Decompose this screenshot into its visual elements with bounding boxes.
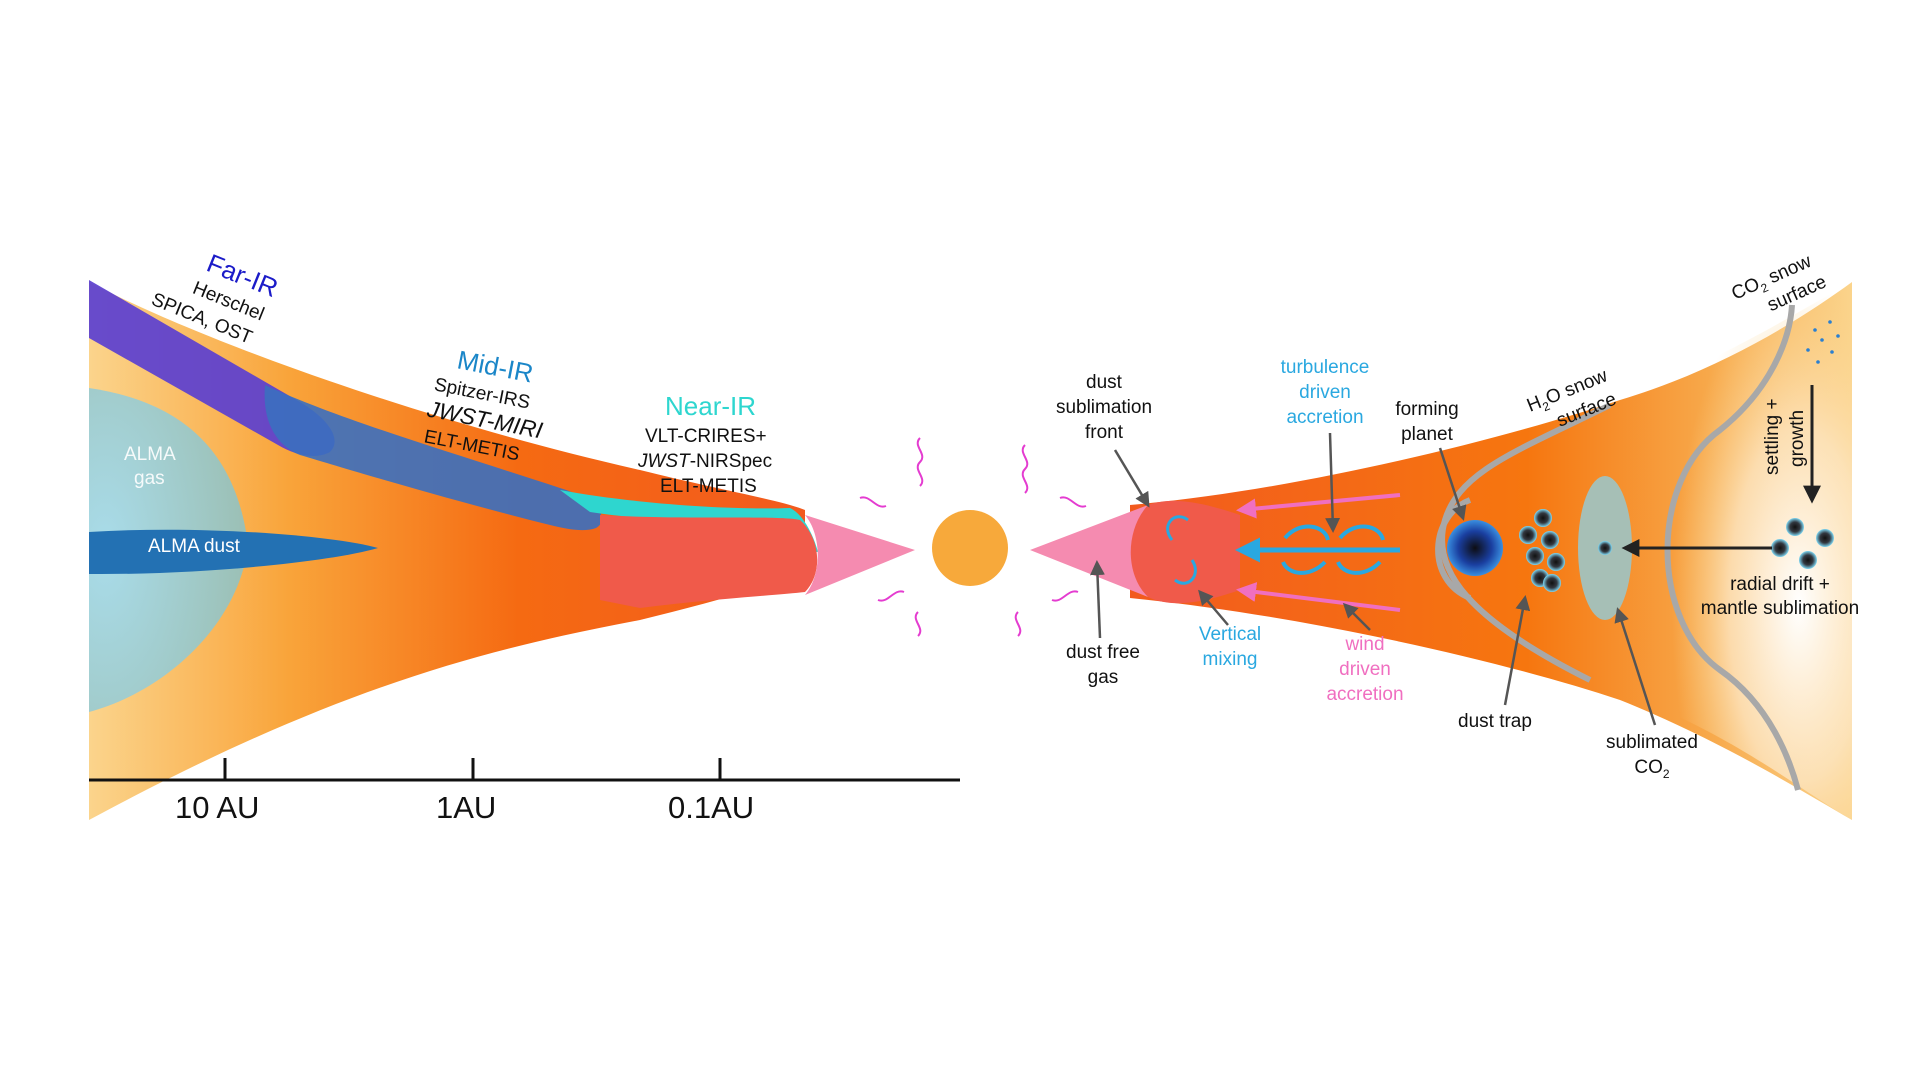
- outer-dust-grains: [1771, 518, 1834, 569]
- svg-text:settling +: settling +: [1762, 398, 1783, 475]
- svg-text:front: front: [1085, 422, 1124, 443]
- vertical-mixing-eddy: [1166, 515, 1197, 585]
- arrow-dust-free-gas: [1089, 560, 1105, 639]
- svg-text:radial drift +: radial drift +: [1730, 574, 1830, 595]
- svg-text:sublimated: sublimated: [1606, 732, 1698, 753]
- co2-snow-line: [1664, 304, 1801, 791]
- axis-label-10au: 10 AU: [175, 790, 259, 825]
- svg-text:mantle sublimation: mantle sublimation: [1701, 598, 1859, 619]
- star-radiation-squiggles: [859, 437, 1087, 637]
- near-ir-instrument-2: JWST-NIRSpec: [637, 451, 772, 472]
- label-sublimated-co2: sublimated CO2: [1606, 732, 1698, 781]
- near-ir-title: Near-IR: [665, 391, 756, 421]
- dust-free-gas-cone-left: [805, 515, 915, 595]
- forming-planet: [1447, 520, 1503, 576]
- label-dust-sublimation-front: dust sublimation front: [1056, 372, 1152, 443]
- svg-text:driven: driven: [1339, 659, 1391, 680]
- alma-dust-region: [89, 529, 378, 575]
- label-dust-free-gas: dust free gas: [1066, 642, 1140, 688]
- svg-text:planet: planet: [1401, 424, 1453, 445]
- label-wind-accretion: wind driven accretion: [1326, 634, 1403, 705]
- arrow-sublimated-co2: [1614, 607, 1657, 726]
- arrow-dust-trap: [1503, 595, 1531, 706]
- near-ir-band: [560, 490, 818, 552]
- right-panel: dust sublimation front dust free gas tur…: [1030, 251, 1859, 820]
- svg-text:accretion: accretion: [1326, 684, 1403, 705]
- left-panel: Far-IR Herschel SPICA, OST Mid-IR Spitze…: [89, 248, 960, 825]
- axis-label-01au: 0.1AU: [668, 790, 754, 825]
- svg-text:dust: dust: [1086, 372, 1123, 393]
- svg-text:driven: driven: [1299, 382, 1351, 403]
- svg-text:sublimation: sublimation: [1056, 397, 1152, 418]
- alma-gas-label-1: ALMA: [124, 444, 176, 465]
- svg-text:turbulence: turbulence: [1281, 357, 1370, 378]
- svg-text:gas: gas: [1088, 667, 1119, 688]
- wind-arrow-upper: [1236, 493, 1401, 519]
- arrow-wind: [1342, 602, 1371, 631]
- dust-sublimation-rim: [1130, 500, 1240, 604]
- mid-ir-band: [264, 385, 602, 531]
- label-vertical-mixing: Vertical mixing: [1199, 624, 1261, 670]
- arrow-turbulence: [1325, 432, 1341, 533]
- small-grains: [1806, 320, 1840, 364]
- svg-text:growth: growth: [1787, 410, 1808, 467]
- label-dust-trap: dust trap: [1458, 711, 1532, 732]
- svg-text:dust free: dust free: [1066, 642, 1140, 663]
- outer-disk-glow: [1640, 282, 1852, 820]
- dust-trap-grains: [1519, 509, 1565, 592]
- label-turbulence-accretion: turbulence driven accretion: [1281, 357, 1370, 428]
- arrow-forming-planet: [1438, 447, 1467, 521]
- alma-dust-label: ALMA dust: [148, 536, 241, 557]
- arrow-dust-sublimation-front: [1113, 449, 1150, 508]
- near-ir-instrument-3: ELT-METIS: [660, 476, 757, 497]
- svg-text:wind: wind: [1344, 634, 1384, 655]
- central-star: [859, 437, 1087, 637]
- alma-gas-label-2: gas: [134, 468, 165, 489]
- star: [932, 510, 1008, 586]
- label-settling-growth: settling + growth: [1762, 398, 1808, 475]
- turbulence-eddies: [1281, 524, 1385, 575]
- svg-text:mixing: mixing: [1203, 649, 1258, 670]
- svg-text:accretion: accretion: [1286, 407, 1363, 428]
- inner-rim: [600, 515, 818, 608]
- dust-free-gas-cone-right: [1030, 505, 1148, 597]
- arrow-vertical-mixing: [1198, 589, 1229, 626]
- label-radial-drift: radial drift + mantle sublimation: [1701, 574, 1859, 619]
- wind-arrow-lower: [1236, 582, 1401, 612]
- svg-text:Vertical: Vertical: [1199, 624, 1261, 645]
- svg-text:forming: forming: [1395, 399, 1458, 420]
- axis-label-1au: 1AU: [436, 790, 496, 825]
- near-ir-instrument-1: VLT-CRIRES+: [645, 426, 767, 447]
- svg-text:CO2: CO2: [1634, 757, 1670, 781]
- co2-grain: [1598, 541, 1612, 555]
- label-forming-planet: forming planet: [1395, 399, 1458, 445]
